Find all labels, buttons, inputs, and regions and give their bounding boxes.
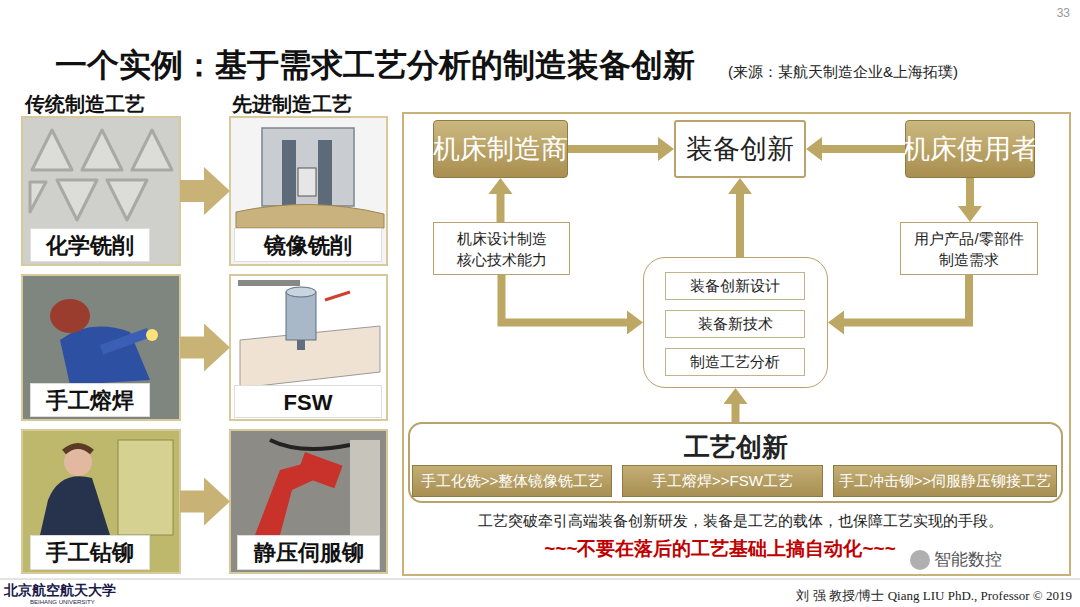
source-note: (来源：某航天制造企业&上海拓璞)	[728, 63, 1048, 81]
box-text: 手工化铣>>整体镜像铣工艺	[421, 472, 604, 491]
pocket-triangle	[107, 180, 147, 220]
process-photo: FSW	[230, 275, 387, 420]
author-credit: 刘 强 教授/博士 Qiang LIU PhD., Professor © 20…	[700, 588, 1072, 604]
flow-arrow	[966, 178, 974, 206]
welder-helmet	[50, 299, 90, 333]
flow-arrow	[822, 145, 905, 153]
pocket-triangle	[57, 180, 97, 220]
photo-frame	[22, 117, 180, 265]
robot-wrist	[297, 452, 343, 488]
machine-body	[262, 128, 354, 206]
feed-arrow	[325, 292, 350, 300]
box-text: 装备创新设计	[690, 277, 780, 296]
welder-body	[60, 327, 150, 385]
flow-arrow	[180, 491, 204, 513]
flow-arrow	[180, 180, 204, 202]
watermark-icon	[910, 550, 930, 570]
process-photo: 静压伺服铆	[230, 430, 387, 573]
photo-caption: 手工熔焊	[30, 383, 150, 417]
requirement-box: 用户产品/零部件 制造需求	[900, 222, 1038, 275]
box-text: 机床设计制造 核心技术能力	[440, 228, 563, 270]
photo-frame	[22, 430, 180, 573]
machine-column	[282, 140, 296, 210]
flow-arrow	[180, 337, 204, 359]
capability-box: 机床设计制造 核心技术能力	[433, 222, 570, 275]
flow-arrow	[736, 194, 744, 257]
fsw-tool-top	[286, 287, 316, 297]
pocket-triangle	[30, 182, 46, 212]
skin-panel	[236, 204, 384, 228]
box-text: 装备创新	[686, 131, 794, 167]
photo-frame	[230, 275, 387, 420]
box-text: 手工熔焊>>FSW工艺	[652, 472, 793, 491]
photo-frame	[22, 275, 180, 420]
flow-arrow	[732, 404, 740, 422]
slide-title: 一个实例：基于需求工艺分析的制造装备创新	[55, 46, 745, 84]
fixture-column	[350, 440, 380, 535]
worker-body	[40, 476, 110, 535]
goal-box: 装备创新	[674, 120, 806, 178]
flow-arrow	[497, 194, 505, 222]
pocket-triangle	[32, 130, 72, 170]
page-number: 33	[1030, 6, 1070, 20]
process-band: 工艺创新手工化铣>>整体镜像铣工艺 手工熔焊>>FSW工艺 手工冲击铆>>伺服静压铆…	[408, 422, 1063, 503]
robot-cable	[270, 440, 350, 449]
summary-note: 工艺突破牵引高端装备创新研发，装备是工艺的载体，也保障工艺实现的手段。	[430, 512, 1050, 530]
pocket-triangle	[132, 130, 172, 170]
box-text: 机床制造商	[433, 131, 568, 167]
fsw-tool	[286, 292, 316, 340]
item-box: 装备创新设计	[665, 272, 805, 300]
process-item: 手工冲击铆>>伺服静压铆接工艺	[833, 465, 1057, 497]
item-box: 装备新技术	[665, 310, 805, 338]
process-item: 手工化铣>>整体镜像铣工艺	[412, 465, 612, 497]
welder-arm	[100, 328, 150, 354]
box-text: 用户产品/零部件 制造需求	[907, 228, 1031, 270]
flow-arrow	[568, 145, 658, 153]
process-photo: 化学铣削	[22, 117, 180, 265]
footer-rule	[0, 579, 1080, 580]
column-header: 先进制造工艺	[232, 92, 422, 116]
fuselage-frame	[118, 440, 173, 535]
flow-arrow	[844, 275, 969, 323]
worker-hair	[64, 446, 92, 452]
slogan: ~~~不要在落后的工艺基础上搞自动化~~~	[420, 538, 1020, 561]
panel-frame	[403, 113, 1070, 575]
column-header: 传统制造工艺	[25, 92, 215, 116]
photo-caption: 手工钻铆	[30, 535, 150, 570]
actor-box: 机床制造商	[433, 120, 568, 178]
item-box: 制造工艺分析	[665, 348, 805, 376]
machine-column	[318, 140, 332, 210]
flow-arrow	[502, 275, 628, 323]
group-box: 装备创新设计装备新技术制造工艺分析	[643, 257, 828, 388]
pocket-triangle	[82, 130, 122, 170]
box-text: 手工冲击铆>>伺服静压铆接工艺	[839, 472, 1052, 491]
box-text: 装备新技术	[698, 315, 773, 334]
process-photo: 镜像铣削	[230, 117, 387, 265]
photo-caption: FSW	[234, 385, 382, 418]
watermark: 智能数控	[934, 550, 1054, 570]
process-item: 手工熔焊>>FSW工艺	[622, 465, 823, 497]
photo-frame	[230, 117, 387, 265]
university-logo: 北京航空航天大学	[4, 583, 164, 600]
fsw-pin	[297, 340, 305, 350]
weld-spark	[146, 329, 158, 341]
box-text: 机床使用者	[903, 131, 1038, 167]
photo-caption: 化学铣削	[30, 228, 150, 262]
photo-caption: 镜像铣削	[234, 228, 382, 262]
process-photo: 手工熔焊	[22, 275, 180, 420]
diagram-heading-bar	[238, 280, 300, 286]
actor-box: 机床使用者	[905, 120, 1035, 178]
photo-frame	[230, 430, 387, 573]
box-text: 制造工艺分析	[690, 353, 780, 372]
spindle-head	[298, 168, 316, 196]
university-logo-en: BEIHANG UNIVERSITY	[30, 599, 130, 606]
process-photo: 手工钻铆	[22, 430, 180, 573]
photo-caption: 静压伺服铆	[237, 535, 380, 570]
box-text: 工艺创新	[410, 430, 1061, 465]
